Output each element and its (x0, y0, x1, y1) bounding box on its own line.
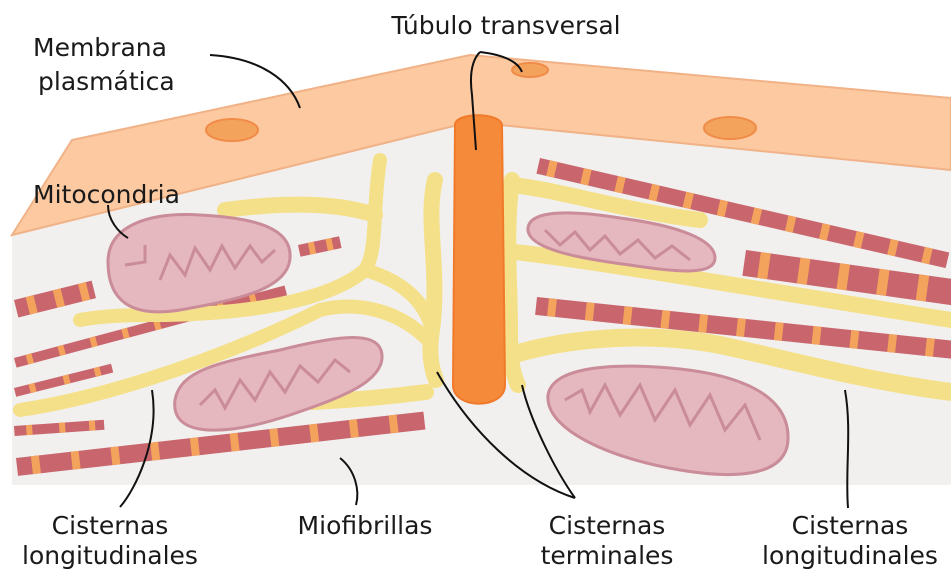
label-t-tubule: Túbulo transversal (390, 11, 620, 40)
label-terminal-cist-line2: terminales (541, 541, 674, 570)
label-membrane-line1: Membrana (33, 33, 167, 62)
label-long-cist-left-line2: longitudinales (22, 541, 198, 570)
label-long-cist-right-line2: longitudinales (762, 541, 938, 570)
label-long-cist-left-line1: Cisternas (52, 511, 169, 540)
label-terminal-cist-line1: Cisternas (549, 511, 666, 540)
membrane-pore-left (206, 119, 258, 141)
t-tubule (453, 115, 505, 404)
label-myofibrils: Miofibrillas (298, 511, 433, 540)
label-membrane-line2: plasmática (38, 67, 175, 96)
label-mitochondria: Mitocondria (33, 180, 180, 209)
membrane-pore-right (704, 117, 756, 139)
label-long-cist-right-line1: Cisternas (792, 511, 909, 540)
